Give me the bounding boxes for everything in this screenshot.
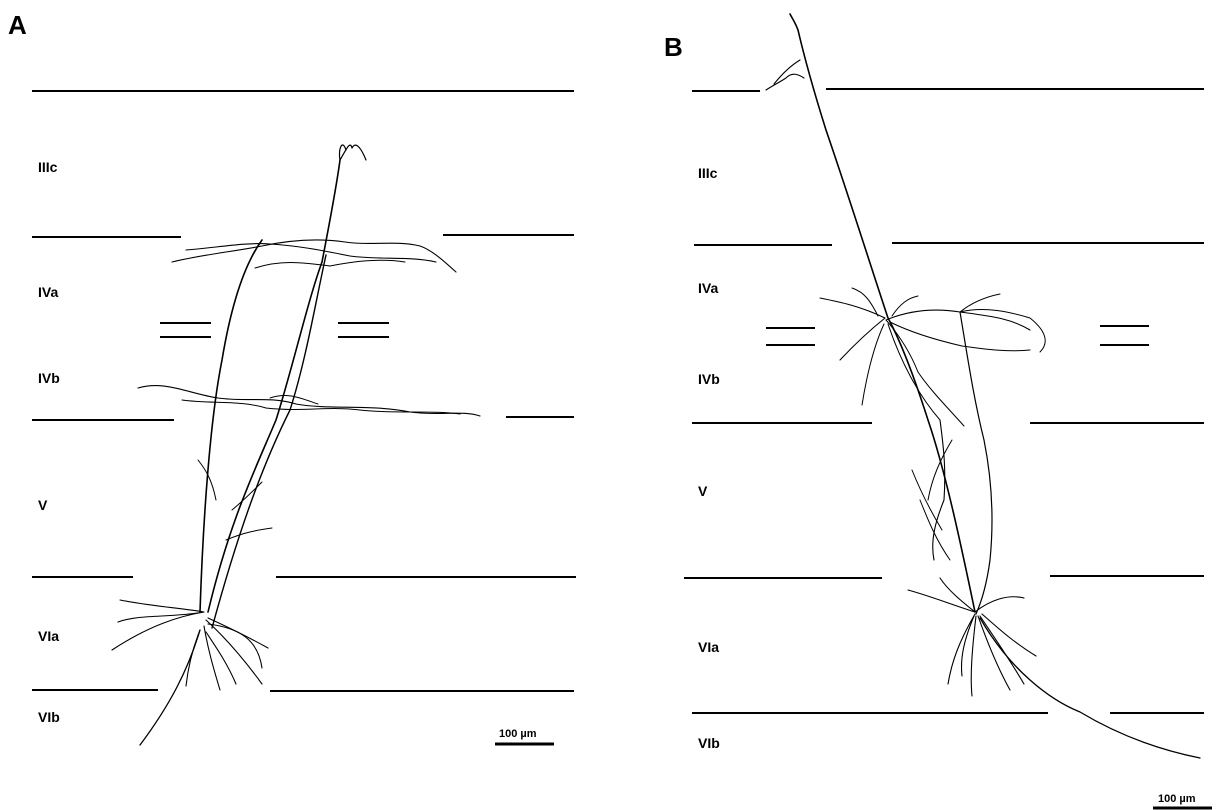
panel-b-scale-label: 100 µm bbox=[1158, 793, 1196, 805]
panel-b-layer-labels: IIIc IVa IVb V VIa VIb bbox=[698, 165, 720, 751]
panel-a: A IIIc IVa IVb V VIa VIb bbox=[8, 10, 576, 745]
panel-b-label-via: VIa bbox=[698, 639, 719, 655]
panel-a-neuron-tracing bbox=[112, 145, 480, 745]
panel-b-label-ivb: IVb bbox=[698, 371, 720, 387]
panel-b-label-v: V bbox=[698, 483, 708, 499]
panel-b: B IIIc IVa IVb V VIa VIb bbox=[664, 14, 1212, 808]
panel-b-layer-boundaries bbox=[684, 89, 1204, 713]
panel-b-label-iva: IVa bbox=[698, 280, 718, 296]
panel-a-label-iva: IVa bbox=[38, 284, 58, 300]
panel-b-neuron-tracing bbox=[766, 14, 1200, 758]
panel-a-layer-labels: IIIc IVa IVb V VIa VIb bbox=[38, 159, 60, 725]
panel-b-letter: B bbox=[664, 32, 683, 62]
panel-b-scale-bar: 100 µm bbox=[1153, 793, 1212, 808]
panel-a-label-iiic: IIIc bbox=[38, 159, 58, 175]
panel-b-label-iiic: IIIc bbox=[698, 165, 718, 181]
panel-a-scale-bar: 100 µm bbox=[495, 728, 554, 744]
panel-a-letter: A bbox=[8, 10, 27, 40]
panel-a-scale-label: 100 µm bbox=[499, 728, 537, 740]
panel-a-label-ivb: IVb bbox=[38, 370, 60, 386]
panel-a-label-via: VIa bbox=[38, 628, 59, 644]
panel-a-label-vib: VIb bbox=[38, 709, 60, 725]
panel-b-label-vib: VIb bbox=[698, 735, 720, 751]
panel-a-layer-boundaries bbox=[32, 91, 576, 691]
panel-a-label-v: V bbox=[38, 497, 48, 513]
